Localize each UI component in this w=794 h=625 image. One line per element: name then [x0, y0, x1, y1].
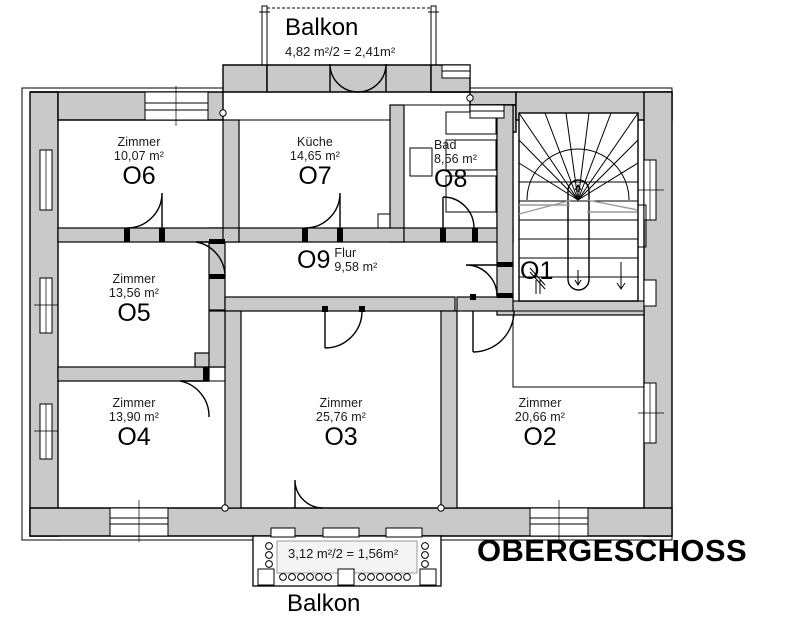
stair-opening: [637, 204, 647, 248]
room-label-O7: Küche 14,65 m² O7: [245, 135, 385, 189]
balkon-top-title: Balkon: [285, 14, 358, 42]
room-name-O3: Zimmer: [319, 396, 363, 410]
room-code-O5: O5: [117, 299, 151, 327]
room-label-O1: O1: [520, 257, 630, 285]
room-label-O9: O9 Flur 9,58 m²: [297, 246, 377, 274]
balkon-bottom-label: Balkon: [287, 590, 361, 617]
room-code-O3: O3: [324, 423, 358, 451]
room-label-O6: Zimmer 10,07 m² O6: [64, 135, 214, 189]
room-code-O7: O7: [298, 162, 332, 190]
room-name-O9: Flur: [334, 246, 357, 260]
room-name-O4: Zimmer: [112, 396, 156, 410]
room-name-O7: Küche: [297, 135, 333, 149]
balkon-bottom-area: 3,12 m²/2 = 1,56m²: [288, 546, 398, 561]
room-code-O8: O8: [434, 165, 468, 193]
room-area-O5: 13,56 m²: [108, 286, 160, 300]
room-code-O9: O9: [297, 245, 331, 274]
room-area-O7: 14,65 m²: [289, 149, 341, 163]
balkon-top-label: Balkon: [285, 14, 359, 41]
room-name-O5: Zimmer: [112, 272, 156, 286]
interior-walls: [57, 104, 645, 509]
windows: [34, 64, 664, 542]
floor-title: OBERGESCHOSS: [477, 533, 747, 569]
room-area-O3: 25,76 m²: [315, 410, 367, 424]
room-area-O9: 9,58 m²: [334, 260, 378, 274]
room-code-O1: O1: [520, 257, 554, 285]
bath-fixtures: [403, 104, 498, 229]
room-label-O2: Zimmer 20,66 m² O2: [470, 396, 610, 450]
room-label-O3: Zimmer 25,76 m² O3: [271, 396, 411, 450]
doors: [126, 63, 515, 509]
room-area-O4: 13,90 m²: [108, 410, 160, 424]
balkon-bottom-shape: [252, 527, 442, 587]
room-label-O8: Bad 8,56 m² O8: [434, 138, 496, 192]
room-label-O5: Zimmer 13,56 m² O5: [64, 272, 204, 326]
kitchen-detail: [377, 213, 390, 228]
room-code-O6: O6: [122, 162, 156, 190]
wall-connectors: [219, 94, 474, 512]
door-jambs: [124, 228, 513, 381]
balkon-bottom-area-text: 3,12 m²/2 = 1,56m²: [288, 546, 399, 561]
room-area-O2: 20,66 m²: [514, 410, 566, 424]
room-area-O6: 10,07 m²: [113, 149, 165, 163]
room-outlines: [57, 119, 645, 509]
balkon-top-area: 4,82 m²/2 = 2,41m²: [285, 44, 395, 59]
room-code-O4: O4: [117, 423, 151, 451]
balkon-top-shape: [259, 5, 439, 73]
balkon-bottom-title: Balkon: [287, 590, 360, 618]
floor-title-text: OBERGESCHOSS: [477, 533, 748, 568]
room-name-O8: Bad: [434, 138, 457, 152]
balkon-top-area-text: 4,82 m²/2 = 2,41m²: [285, 44, 396, 59]
room-area-O8: 8,56 m²: [434, 152, 478, 166]
room-name-O6: Zimmer: [117, 135, 161, 149]
room-label-O4: Zimmer 13,90 m² O4: [64, 396, 204, 450]
room-code-O2: O2: [523, 423, 557, 451]
staircase: [518, 112, 639, 302]
room-name-O2: Zimmer: [518, 396, 562, 410]
